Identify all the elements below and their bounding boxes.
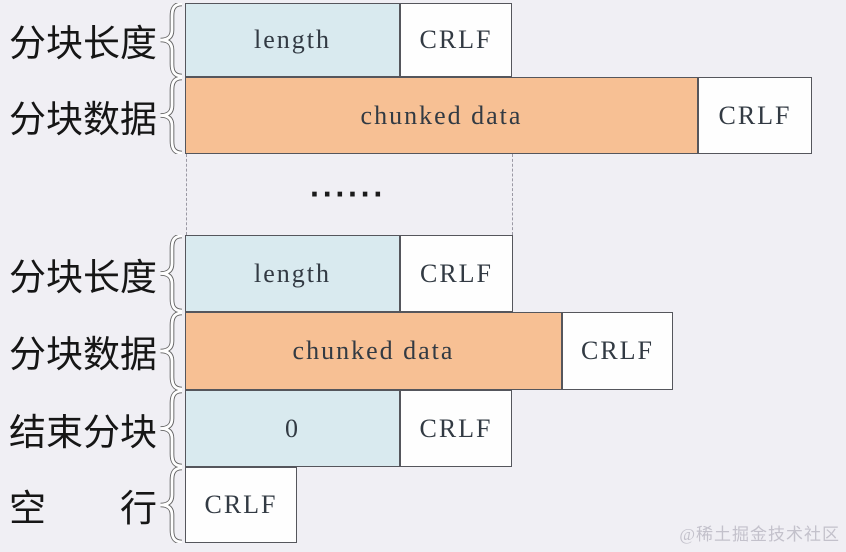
chunked-data-box: chunked data	[185, 77, 698, 154]
brace-icon	[160, 390, 183, 467]
length-box: length	[185, 235, 400, 312]
end-chunk-label: 结束分块	[9, 411, 157, 453]
brace-icon	[160, 3, 183, 77]
continuation-ellipsis: ······	[310, 176, 386, 212]
crlf-box: CRLF	[400, 235, 513, 312]
length-box: length	[185, 3, 400, 77]
chunk-data-2-label: 分块数据	[9, 334, 157, 375]
crlf-box: CRLF	[400, 3, 512, 77]
crlf-box: CRLF	[185, 467, 297, 543]
crlf-box: CRLF	[400, 390, 512, 467]
chunk-data-1-label: 分块数据	[9, 98, 157, 140]
chunked-data-box: chunked data	[185, 312, 562, 390]
brace-icon	[160, 77, 183, 154]
0-box: 0	[185, 390, 400, 467]
crlf-box: CRLF	[698, 77, 812, 154]
brace-icon	[160, 467, 183, 543]
chunk-length-1-label: 分块长度	[9, 23, 157, 64]
brace-icon	[160, 235, 183, 312]
dashed-connector-left	[186, 154, 187, 235]
crlf-box: CRLF	[562, 312, 673, 390]
chunk-length-2-label: 分块长度	[9, 256, 157, 298]
empty-line-row: 空 行 CRLF	[0, 467, 846, 543]
empty-line-label: 空 行	[9, 488, 157, 529]
dashed-connector-right	[512, 154, 513, 235]
watermark: @稀土掘金技术社区	[679, 525, 840, 544]
brace-icon	[160, 312, 183, 390]
